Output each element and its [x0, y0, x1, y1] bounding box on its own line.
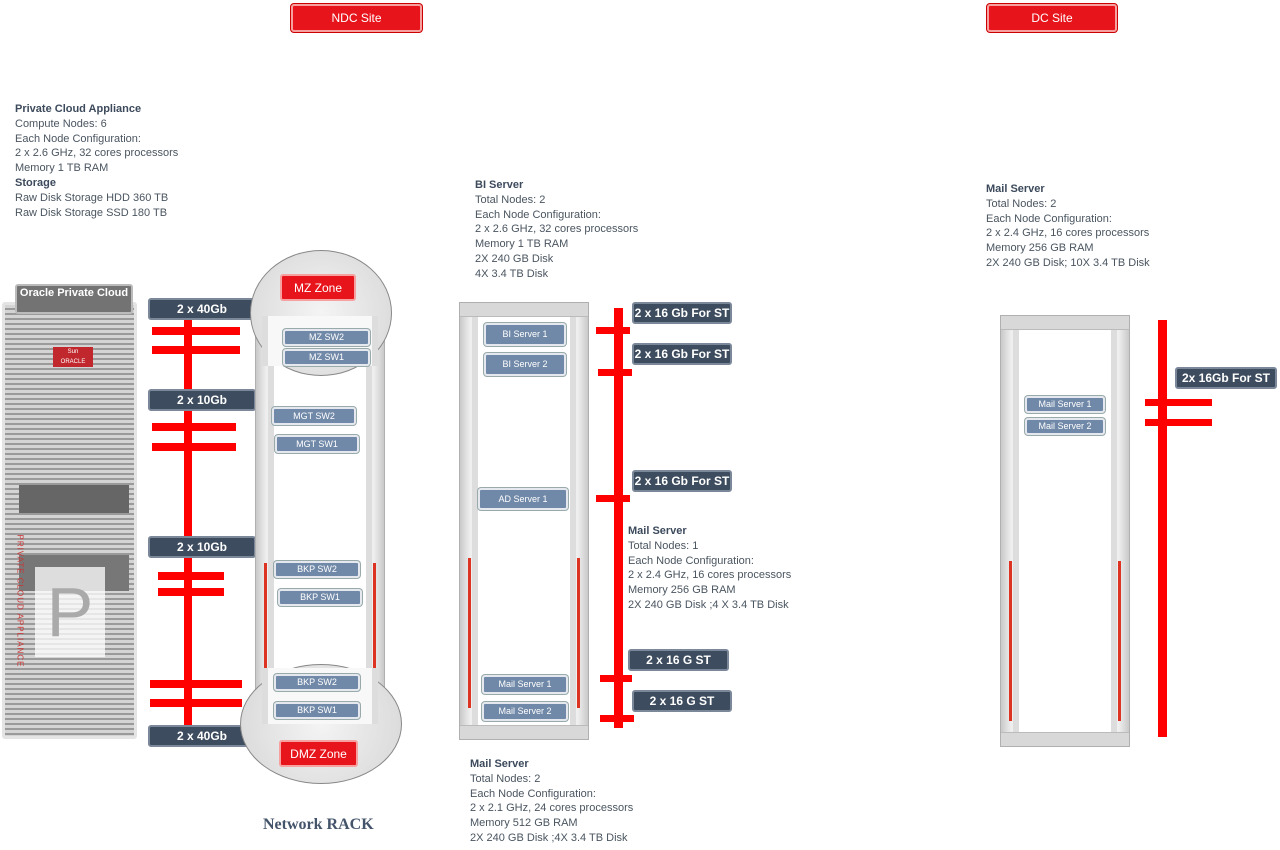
link-label: 2 x 10Gb — [148, 389, 256, 411]
mail-line: 2 x 2.4 GHz, 16 cores processors — [628, 569, 792, 582]
pca-line: Raw Disk Storage HDD 360 TB — [15, 191, 169, 204]
connection-line — [1158, 320, 1167, 737]
mail-line: Each Node Configuration: — [628, 554, 754, 567]
mail-line: Each Node Configuration: — [470, 787, 596, 800]
mail-bottom-info: Mail Server Total Nodes: 2 Each Node Con… — [470, 757, 633, 846]
connection-line — [1145, 399, 1212, 406]
connection-line — [596, 495, 630, 502]
ndc-site-label: NDC Site — [291, 4, 422, 32]
server: Mail Server 1 — [482, 675, 568, 694]
dc-mail-info: Mail Server Total Nodes: 2 Each Node Con… — [986, 182, 1150, 271]
connection-line — [1145, 419, 1212, 426]
connection-line — [184, 318, 192, 738]
bi-line: Memory 1 TB RAM — [475, 238, 569, 251]
dmz-zone-label: DMZ Zone — [279, 740, 358, 767]
mail-line: 2X 240 GB Disk ;4X 3.4 TB Disk — [470, 831, 628, 844]
connection-line — [600, 675, 632, 682]
bi-line: 4X 3.4 TB Disk — [475, 267, 549, 280]
switch: BKP SW2 — [274, 561, 360, 578]
pca-line: Memory 1 TB RAM — [15, 162, 109, 175]
dc-site-label: DC Site — [987, 4, 1117, 32]
link-label: 2 x 16 Gb For ST — [632, 470, 732, 492]
pca-title: Private Cloud Appliance — [15, 103, 142, 115]
switch: MZ SW2 — [283, 329, 370, 346]
bi-info: BI Server Total Nodes: 2 Each Node Confi… — [475, 178, 638, 282]
server: BI Server 1 — [484, 323, 566, 346]
mail-line: 2X 240 GB Disk; 10X 3.4 TB Disk — [986, 256, 1150, 269]
pca-line: Raw Disk Storage SSD 180 TB — [15, 206, 168, 219]
connection-line — [596, 327, 630, 334]
server-rack-dc — [1000, 315, 1130, 747]
pca-line: Each Node Configuration: — [15, 132, 141, 145]
mail-line: Total Nodes: 2 — [470, 772, 541, 785]
connection-line — [152, 443, 236, 451]
mail-line: 2 x 2.1 GHz, 24 cores processors — [470, 802, 634, 815]
link-label: 2 x 16 G ST — [628, 649, 729, 671]
oracle-private-cloud-label: Oracle Private Cloud — [15, 284, 133, 314]
fan-module — [19, 485, 129, 513]
mail-line: 2 x 2.4 GHz, 16 cores processors — [986, 227, 1150, 240]
bi-line: 2X 240 GB Disk — [475, 252, 554, 265]
switch: BKP SW1 — [274, 702, 360, 719]
server: BI Server 2 — [484, 353, 566, 376]
pca-line: 2 x 2.6 GHz, 32 cores processors — [15, 147, 179, 160]
link-label: 2 x 16 G ST — [632, 690, 732, 712]
connection-line — [152, 327, 240, 335]
switch: MZ SW1 — [283, 349, 370, 366]
pca-info: Private Cloud Appliance Compute Nodes: 6… — [15, 102, 178, 220]
mail-title: Mail Server — [628, 525, 687, 537]
network-rack-title: Network RACK — [263, 816, 374, 833]
connection-line — [158, 588, 224, 596]
mail-title: Mail Server — [470, 758, 529, 770]
server: AD Server 1 — [478, 488, 568, 510]
mz-zone-label: MZ Zone — [280, 274, 356, 301]
mail-line: 2X 240 GB Disk ;4 X 3.4 TB Disk — [628, 598, 789, 611]
pca-side-text: PRIVATE CLOUD APPLIANCE — [15, 534, 25, 668]
link-label: 2x 16Gb For ST — [1175, 367, 1277, 389]
switch: MGT SW1 — [275, 435, 359, 453]
connection-line — [598, 369, 632, 376]
bi-title: BI Server — [475, 179, 524, 191]
connection-line — [158, 572, 224, 580]
mail-line: Memory 256 GB RAM — [986, 242, 1094, 255]
link-label: 2 x 40Gb — [148, 298, 256, 320]
link-label: 2 x 10Gb — [148, 536, 256, 558]
mail-line: Total Nodes: 1 — [628, 539, 699, 552]
server: Mail Server 2 — [1025, 418, 1105, 435]
bi-line: Each Node Configuration: — [475, 208, 601, 221]
mail-line: Memory 512 GB RAM — [470, 817, 578, 830]
connection-line — [150, 699, 242, 707]
connection-line — [152, 423, 236, 431]
switch: BKP SW2 — [274, 674, 360, 691]
bi-line: Total Nodes: 2 — [475, 193, 546, 206]
server: Mail Server 2 — [482, 702, 568, 721]
connection-line — [150, 680, 242, 688]
mail-mid-info: Mail Server Total Nodes: 1 Each Node Con… — [628, 524, 791, 613]
bi-line: 2 x 2.6 GHz, 32 cores processors — [475, 223, 639, 236]
mail-line: Memory 256 GB RAM — [628, 584, 736, 597]
pca-line: Compute Nodes: 6 — [15, 117, 107, 130]
mail-title: Mail Server — [986, 183, 1045, 195]
switch: MGT SW2 — [272, 407, 356, 425]
connection-line — [152, 346, 240, 354]
link-label: 2 x 16 Gb For ST — [632, 343, 732, 365]
connection-line — [614, 308, 623, 728]
connection-line — [600, 715, 634, 722]
switch: BKP SW1 — [278, 589, 362, 606]
mail-line: Total Nodes: 2 — [986, 197, 1057, 210]
link-label: 2 x 16 Gb For ST — [632, 302, 732, 324]
server: Mail Server 1 — [1025, 396, 1105, 413]
storage-title: Storage — [15, 176, 56, 189]
mail-line: Each Node Configuration: — [986, 212, 1112, 225]
p-logo: P — [35, 567, 105, 657]
